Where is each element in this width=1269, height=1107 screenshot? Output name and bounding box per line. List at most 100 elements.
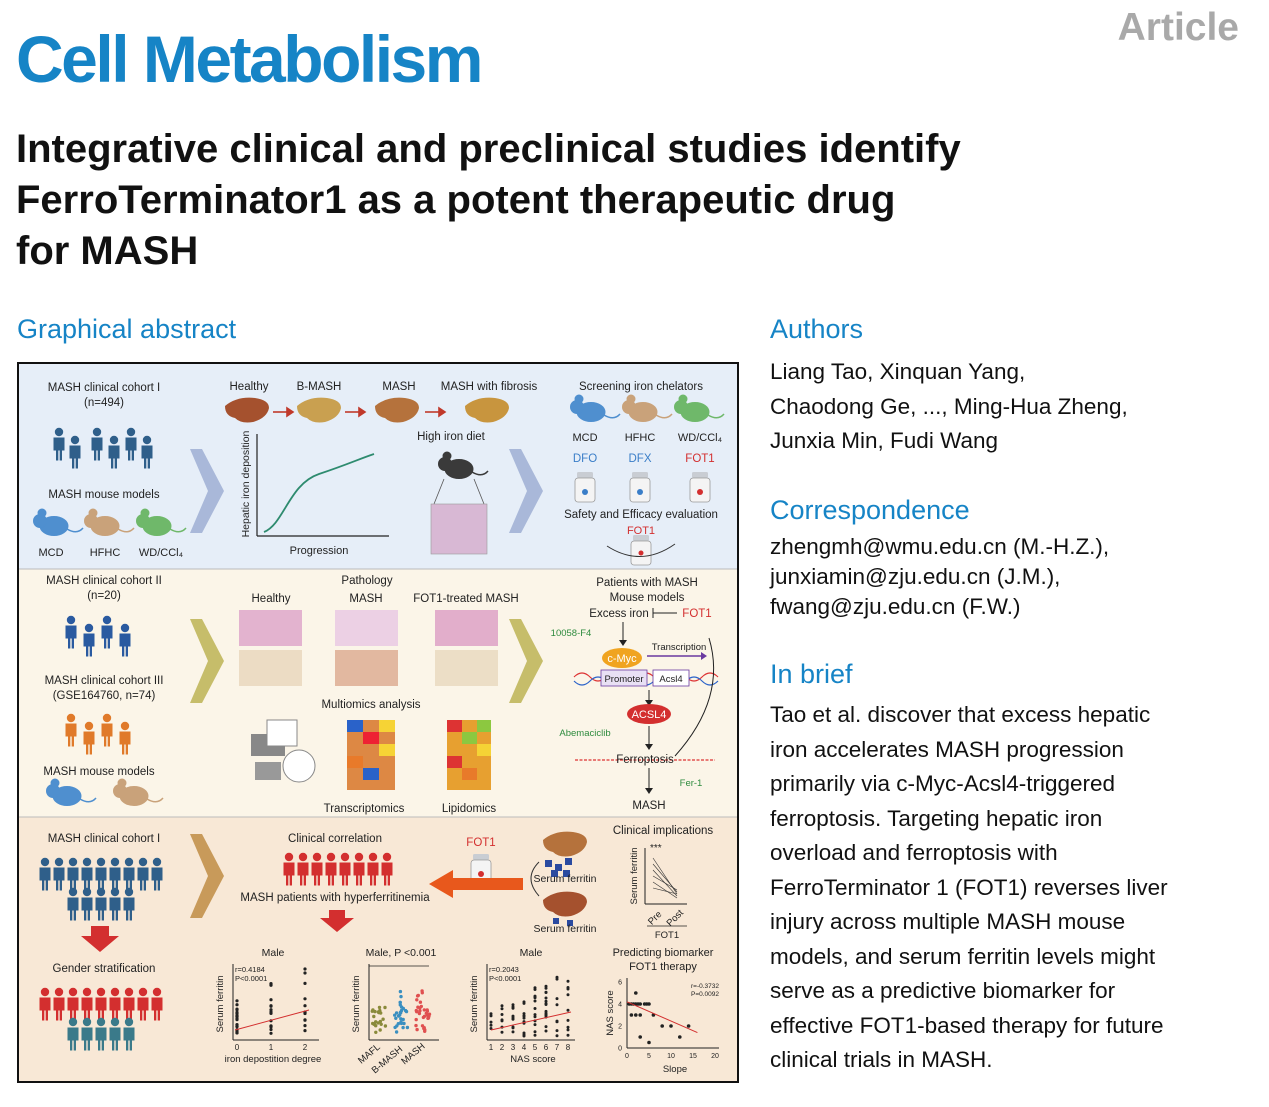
chart-point [372, 1014, 376, 1019]
article-type-label: Article [1117, 6, 1239, 49]
chart-point [269, 1004, 273, 1008]
significance-label: *** [650, 843, 662, 854]
clinical-correlation-label: Clinical correlation [288, 833, 382, 845]
cohort2-label: MASH clinical cohort II [46, 575, 162, 587]
chart-point [544, 1025, 548, 1029]
email-link[interactable]: zhengmh@wmu.edu.cn (M.-H.Z.), [770, 534, 1110, 559]
chart-x-tick: 10 [667, 1053, 675, 1060]
chart-point [269, 1011, 273, 1016]
implications-group-label: FOT1 [655, 930, 679, 941]
chart-point [235, 1007, 239, 1011]
cohort1-label: MASH clinical cohort I [48, 833, 160, 845]
chart-title: Male [520, 947, 543, 959]
model-label: MCD [572, 432, 597, 444]
chart-point [399, 1017, 403, 1021]
chart-point [566, 1008, 570, 1012]
chart-point [638, 1035, 642, 1039]
in-brief-line: injury across multiple MASH mouse [770, 909, 1126, 934]
chart-point [379, 1022, 383, 1026]
journal-title: Cell Metabolism [16, 22, 483, 96]
chart-point [396, 1022, 400, 1026]
chart-x-tick: 1 [489, 1043, 494, 1052]
email-link[interactable]: junxiamin@zju.edu.cn (J.M.), [770, 564, 1061, 589]
chart-point [533, 1015, 537, 1019]
inhibitor-label: 10058-F4 [551, 628, 592, 639]
chart-x-tick: 0 [235, 1043, 240, 1052]
chart-point [555, 1034, 559, 1038]
email-link[interactable]: fwang@zju.edu.cn (F.W.) [770, 594, 1021, 619]
chart-x-tick: 2 [500, 1043, 505, 1052]
title-line: FerroTerminator1 as a potent therapeutic… [16, 178, 896, 222]
chart-point [647, 1002, 651, 1006]
chart-point [544, 1009, 548, 1013]
chart-x-tick: 3 [511, 1043, 516, 1052]
chart-x-tick: 5 [533, 1043, 538, 1052]
chart-point [500, 1007, 504, 1011]
acsl4-node [627, 704, 671, 724]
cohort3-label: MASH clinical cohort III [45, 675, 164, 687]
chart-point [566, 986, 570, 989]
chart-point [544, 1013, 548, 1017]
chart-point [414, 1008, 418, 1013]
chart-point [415, 994, 420, 998]
chart-point [555, 977, 559, 981]
chart-point [533, 1033, 537, 1037]
histology-image-group [239, 610, 498, 686]
chart-point [414, 1023, 418, 1028]
chart-point [638, 1013, 642, 1017]
chart-point [660, 1024, 664, 1028]
chart-point [555, 1020, 559, 1024]
chart-point [377, 1005, 382, 1010]
chart-point [489, 1027, 493, 1030]
chart-y-label: Serum ferritin [351, 975, 362, 1032]
chart-point [399, 1020, 403, 1024]
regression-line [626, 1001, 698, 1034]
chart-title: Male, P <0.001 [366, 947, 437, 959]
cohort1-n: (n=494) [84, 397, 124, 409]
chart-point [398, 1013, 402, 1017]
iron-particle-icon-group [545, 858, 573, 926]
chart-point [378, 1028, 382, 1032]
chart-point [566, 1018, 570, 1022]
chart-point [555, 1003, 559, 1007]
chart-point [418, 1009, 422, 1013]
chart-x-tick: 2 [303, 1043, 308, 1052]
scatter-chart-iron: Male Serum ferritin r=0.4184 P<0.0001 0 … [215, 947, 321, 1065]
chart-point [555, 997, 559, 1001]
cmyc-node [602, 648, 642, 668]
author-line: Junxia Min, Fudi Wang [770, 428, 999, 453]
chart-point [533, 999, 537, 1003]
chart-point [402, 1021, 406, 1026]
chart-point [522, 1014, 526, 1018]
drug-bottle-icon [630, 534, 652, 566]
model-label: WD/CCl₄ [678, 432, 723, 444]
chart-y-label: NAS score [605, 990, 616, 1035]
chart-point [678, 1035, 682, 1039]
chart-point [544, 990, 548, 994]
chart-point [566, 1028, 570, 1032]
chart-point [533, 1013, 537, 1017]
in-brief-line: iron accelerates MASH progression [770, 736, 1124, 762]
chart-point [500, 1018, 504, 1022]
chart-point [426, 1014, 431, 1018]
lab-instrument-icon [251, 719, 316, 783]
in-brief-line: effective FOT1-based therapy for future [770, 1012, 1164, 1038]
scatter-chart-slope: Predicting biomarker FOT1 therapy NAS sc… [605, 947, 719, 1075]
fot1-label: FOT1 [682, 608, 711, 620]
mouse-models-label: MASH mouse models [43, 766, 154, 778]
chart-point [500, 1013, 504, 1016]
chart-x-label: iron depostition degree [225, 1054, 322, 1065]
chart-point [235, 1018, 239, 1022]
chart-point [399, 1008, 404, 1013]
chart-point [371, 1008, 375, 1012]
chart-point [634, 1013, 638, 1017]
chart-point [401, 1025, 405, 1030]
correspondence-list: zhengmh@wmu.edu.cn (M.-H.Z.), junxiamin@… [770, 532, 1109, 622]
chart-point [522, 1033, 526, 1037]
stage-label: B-MASH [297, 381, 342, 393]
chart-point [394, 1016, 398, 1020]
chart-point [393, 1013, 397, 1017]
chart-point [303, 967, 307, 971]
acsl4-gene-label: Acsl4 [659, 674, 682, 685]
down-arrow-icon [81, 926, 119, 952]
